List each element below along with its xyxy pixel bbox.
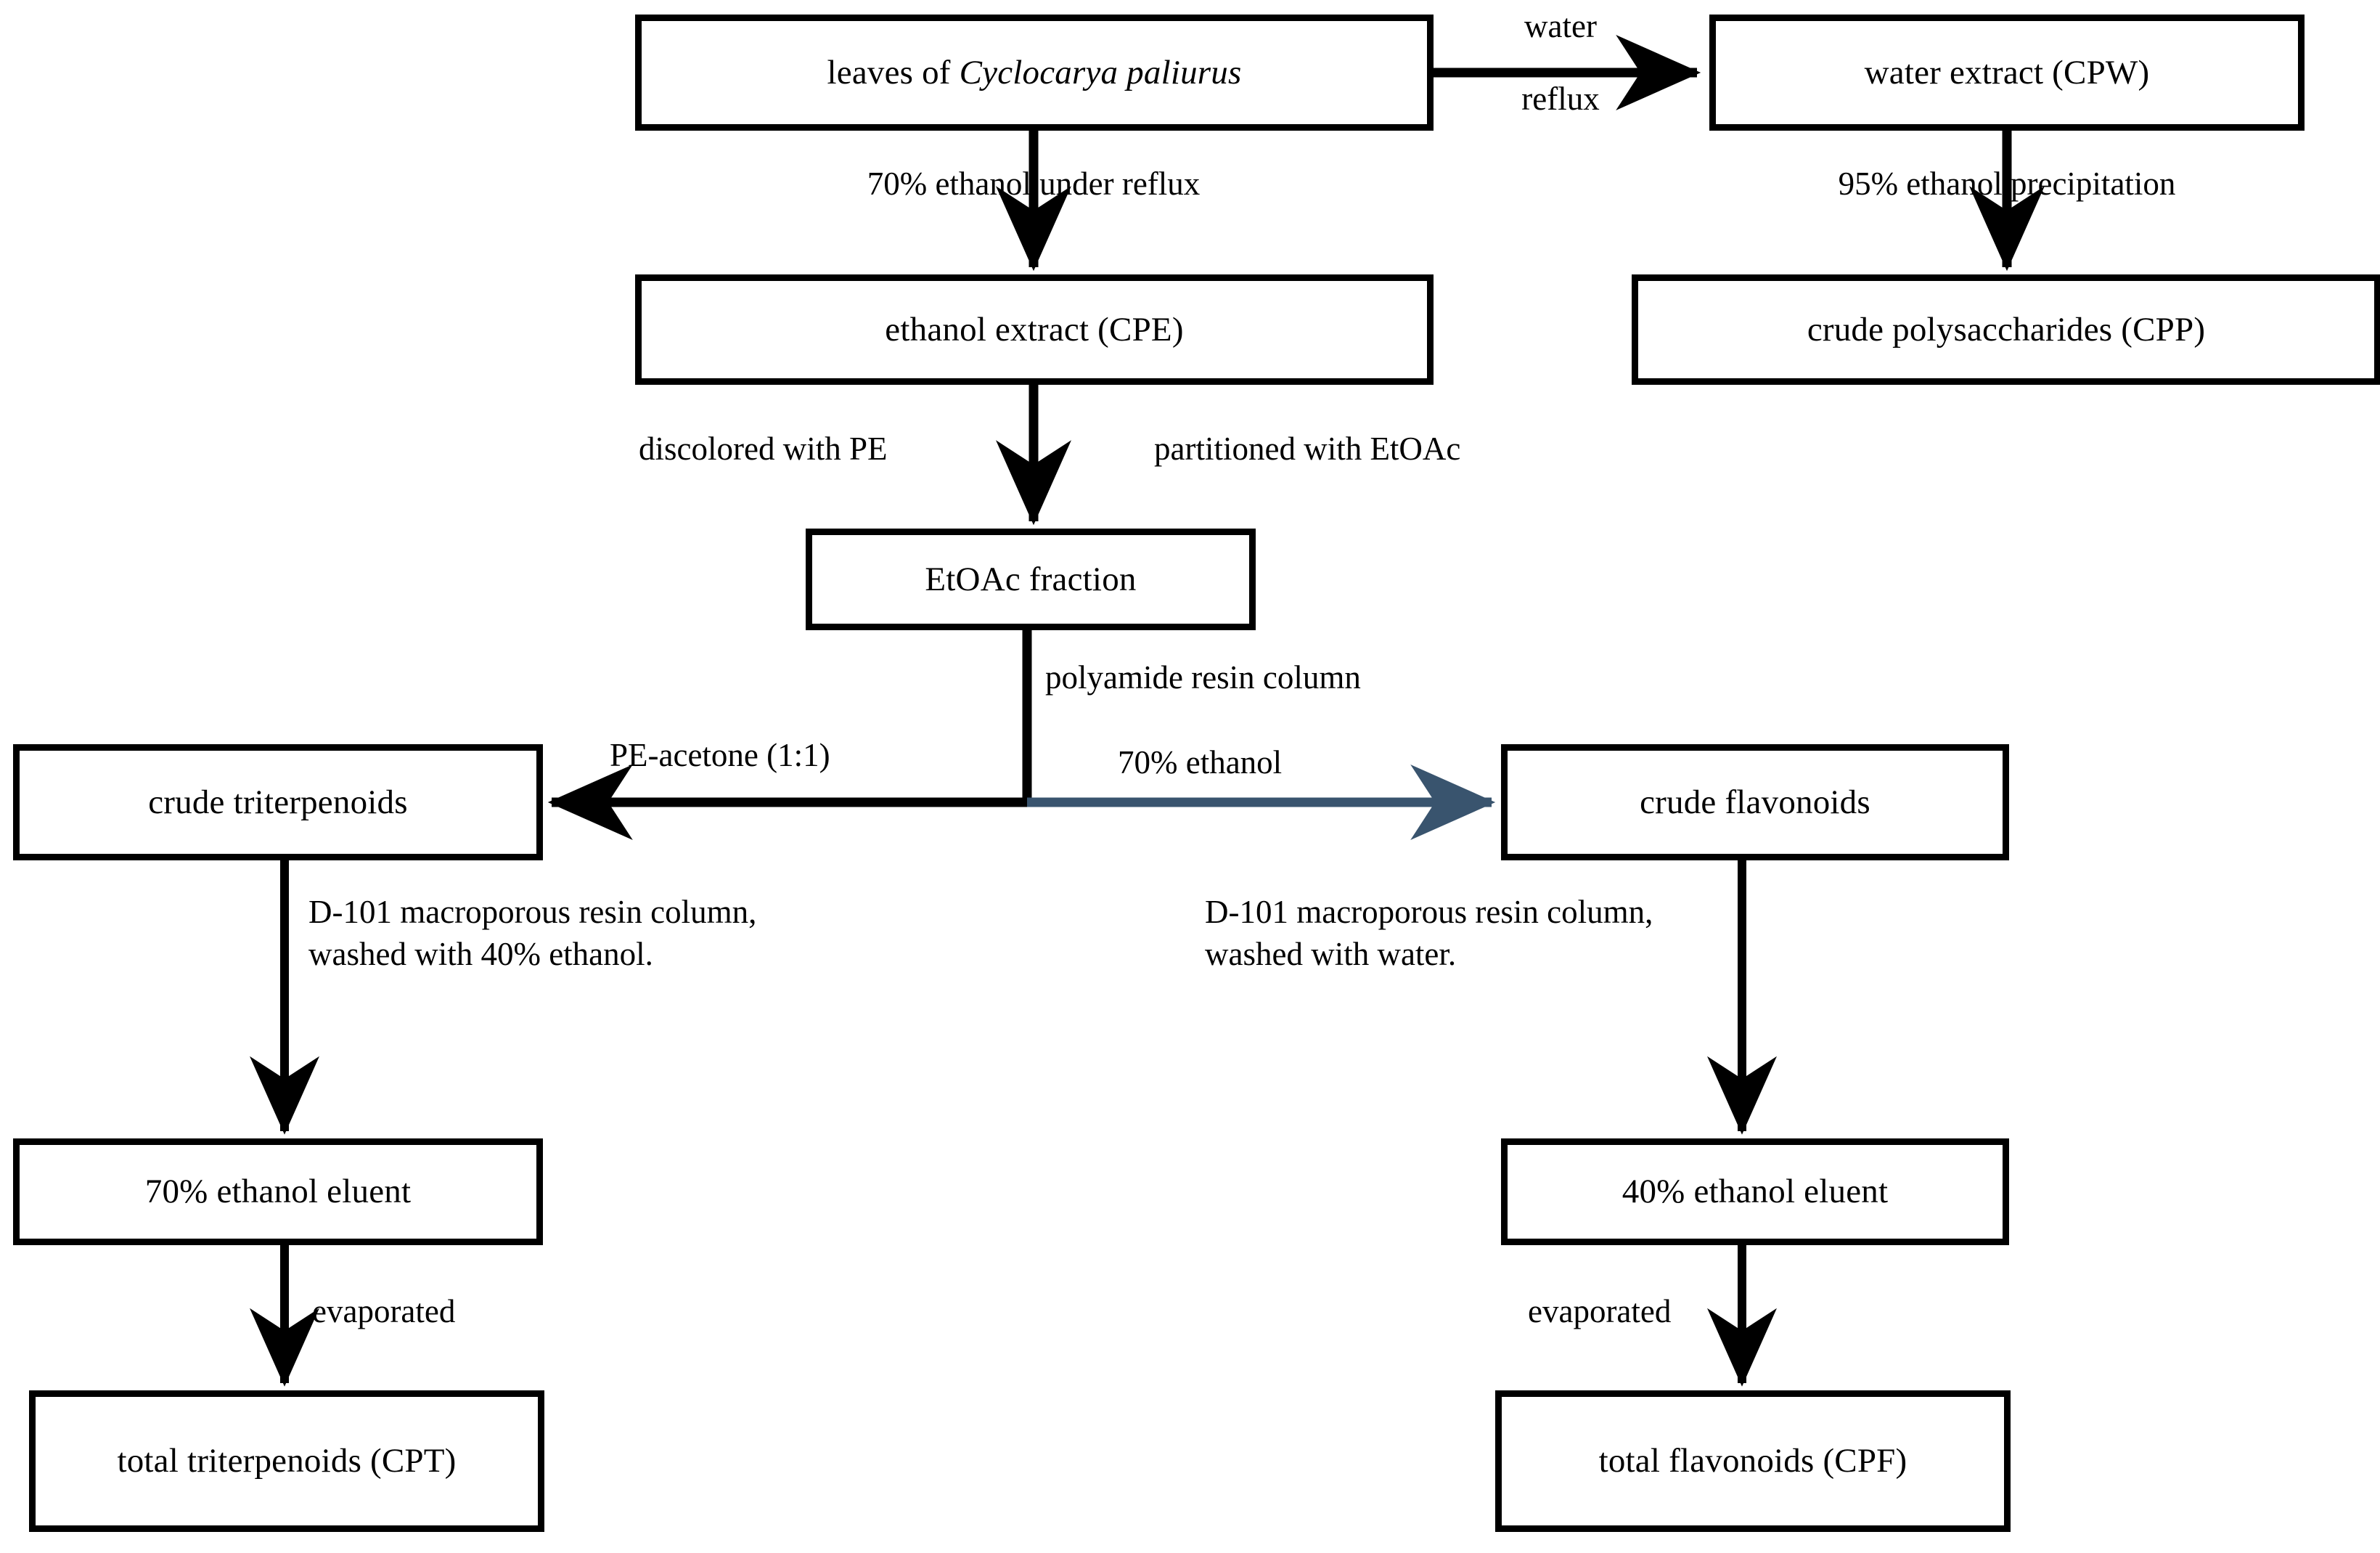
node-ethanol-extract-label: ethanol extract (CPE) bbox=[885, 310, 1184, 348]
node-total-flavonoids[interactable]: total flavonoids (CPF) bbox=[1495, 1390, 2011, 1532]
node-etoac-fraction[interactable]: EtOAc fraction bbox=[806, 529, 1256, 630]
node-crude-flavonoids[interactable]: crude flavonoids bbox=[1501, 744, 2009, 860]
node-etoac-fraction-label: EtOAc fraction bbox=[925, 560, 1137, 598]
edge-label-70-percent-ethanol: 70% ethanol bbox=[1118, 744, 1283, 780]
edge-label-d101-water: D-101 macroporous resin column, washed w… bbox=[1205, 894, 1653, 972]
node-leaves-label: leaves of Cyclocarya paliurus bbox=[827, 53, 1242, 91]
node-crude-polysaccharides-label: crude polysaccharides (CPP) bbox=[1807, 310, 2206, 348]
node-total-flavonoids-label: total flavonoids (CPF) bbox=[1598, 1442, 1907, 1480]
edge-label-evaporated-left: evaporated bbox=[312, 1293, 456, 1329]
edge-label-reflux: reflux bbox=[1521, 81, 1600, 117]
node-total-triterpenoids[interactable]: total triterpenoids (CPT) bbox=[29, 1390, 544, 1532]
edge-label-water: water bbox=[1524, 8, 1597, 44]
edge-label-evaporated-right: evaporated bbox=[1528, 1293, 1672, 1329]
edge-label-partitioned-with-etoac: partitioned with EtOAc bbox=[1154, 431, 1461, 467]
node-eluent-40[interactable]: 40% ethanol eluent bbox=[1501, 1138, 2009, 1245]
node-eluent-70-label: 70% ethanol eluent bbox=[144, 1173, 412, 1211]
node-crude-flavonoids-label: crude flavonoids bbox=[1640, 783, 1870, 821]
node-ethanol-extract[interactable]: ethanol extract (CPE) bbox=[635, 274, 1434, 385]
edge-label-d101-40-ethanol: D-101 macroporous resin column, washed w… bbox=[308, 894, 757, 972]
edge-label-polyamide-resin-column: polyamide resin column bbox=[1045, 659, 1361, 696]
node-crude-polysaccharides[interactable]: crude polysaccharides (CPP) bbox=[1632, 274, 2380, 385]
node-leaves[interactable]: leaves of Cyclocarya paliurus bbox=[635, 15, 1434, 131]
node-total-triterpenoids-label: total triterpenoids (CPT) bbox=[117, 1442, 457, 1480]
edge-label-pe-acetone: PE-acetone (1:1) bbox=[610, 737, 830, 773]
edge-label-ethanol-under-reflux: 70% ethanol under reflux bbox=[867, 166, 1201, 202]
edge-label-ethanol-precipitation: 95% ethanol precipitation bbox=[1838, 166, 2176, 202]
edge-label-discolored-with-pe: discolored with PE bbox=[639, 431, 888, 467]
node-eluent-40-label: 40% ethanol eluent bbox=[1622, 1173, 1889, 1211]
node-crude-triterpenoids[interactable]: crude triterpenoids bbox=[13, 744, 543, 860]
node-water-extract-label: water extract (CPW) bbox=[1864, 53, 2150, 91]
node-eluent-70[interactable]: 70% ethanol eluent bbox=[13, 1138, 543, 1245]
node-crude-triterpenoids-label: crude triterpenoids bbox=[148, 783, 408, 821]
node-water-extract[interactable]: water extract (CPW) bbox=[1709, 15, 2305, 131]
